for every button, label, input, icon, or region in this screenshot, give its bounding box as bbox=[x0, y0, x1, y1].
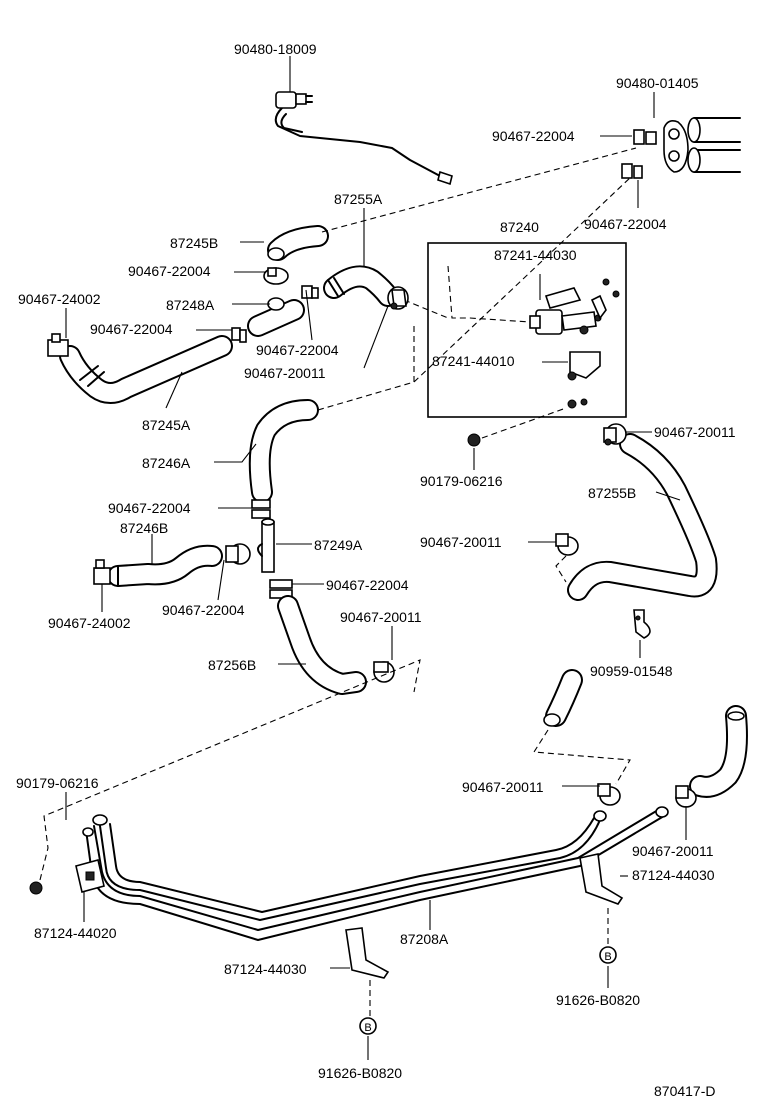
label-87246B: 87246B bbox=[120, 520, 168, 536]
clamp-90467-20011-r bbox=[603, 423, 627, 446]
label-90467-22004-tr2: 90467-22004 bbox=[584, 216, 667, 232]
clamp-90467-24002-b bbox=[93, 559, 111, 585]
label-87255A: 87255A bbox=[334, 191, 383, 207]
label-90179-06216-b: 90179-06216 bbox=[16, 775, 99, 791]
sensor-wire-part bbox=[274, 91, 453, 186]
label-90467-22004-b: 90467-22004 bbox=[90, 321, 173, 337]
clamp-90467-20011-b bbox=[555, 533, 579, 556]
label-90480-01405: 90480-01405 bbox=[616, 75, 699, 91]
clamp-90467-22004-a bbox=[263, 267, 289, 285]
clamp-90467-20011-a bbox=[387, 286, 409, 310]
label-90467-20011-b: 90467-20011 bbox=[420, 534, 502, 550]
label-87255B: 87255B bbox=[588, 485, 636, 501]
label-90480-18009: 90480-18009 bbox=[234, 41, 317, 57]
label-90467-22004-e: 90467-22004 bbox=[326, 577, 409, 593]
hose-87245B bbox=[267, 225, 329, 261]
bracket-87124-44020 bbox=[75, 859, 105, 893]
clamp-90467-20011-d bbox=[597, 783, 621, 806]
clamp-90467-20011-c bbox=[373, 661, 395, 683]
label-87248A: 87248A bbox=[166, 297, 215, 313]
leader-lines bbox=[65, 56, 687, 1060]
marker-b-right-label: B bbox=[604, 951, 611, 963]
hose-lower-right bbox=[689, 705, 748, 798]
label-90467-22004-tr1: 90467-22004 bbox=[492, 128, 575, 144]
clip-90959-01548 bbox=[633, 609, 651, 639]
label-90467-22004-f: 90467-22004 bbox=[162, 602, 245, 618]
figure-code: 870417-D bbox=[654, 1083, 716, 1099]
marker-b-center: B bbox=[359, 1017, 377, 1035]
label-91626-B0820-c: 91626-B0820 bbox=[318, 1065, 402, 1081]
label-87245A: 87245A bbox=[142, 417, 191, 433]
label-87241-44030: 87241-44030 bbox=[494, 247, 577, 263]
pipe-87249A bbox=[257, 518, 275, 573]
valve-assembly bbox=[529, 278, 620, 409]
hose-87246A bbox=[248, 399, 319, 503]
clamp-90467-22004-d bbox=[251, 499, 271, 519]
hose-87256B bbox=[277, 595, 367, 695]
pipe-87248A bbox=[247, 297, 305, 337]
label-87241-44010: 87241-44010 bbox=[432, 353, 515, 369]
marker-b-center-label: B bbox=[364, 1022, 371, 1034]
label-87245B: 87245B bbox=[170, 235, 218, 251]
clamp-90467-22004-b bbox=[301, 285, 319, 299]
hose-lower-center bbox=[543, 669, 583, 727]
label-90467-20011-r: 90467-20011 bbox=[654, 424, 736, 440]
hose-87255A bbox=[323, 265, 399, 307]
label-87124-44030-c: 87124-44030 bbox=[224, 961, 307, 977]
label-87240: 87240 bbox=[500, 219, 539, 235]
hose-87245A bbox=[59, 335, 233, 404]
label-90467-20011-e: 90467-20011 bbox=[632, 843, 714, 859]
label-90467-22004-a: 90467-22004 bbox=[128, 263, 211, 279]
part-labels: 90480-18009 90480-01405 90467-22004 8725… bbox=[16, 41, 736, 1099]
label-87256B: 87256B bbox=[208, 657, 256, 673]
label-90467-20011-a: 90467-20011 bbox=[244, 365, 326, 381]
label-87246A: 87246A bbox=[142, 455, 191, 471]
label-87124-44030-r: 87124-44030 bbox=[632, 867, 715, 883]
assembly-box-87240 bbox=[427, 242, 627, 418]
label-87208A: 87208A bbox=[400, 931, 449, 947]
hose-87255B bbox=[567, 433, 718, 601]
label-90467-20011-c: 90467-20011 bbox=[340, 609, 422, 625]
clamp-90467-20011-e bbox=[675, 785, 697, 808]
marker-b-right: B bbox=[599, 946, 617, 964]
label-90467-20011-d: 90467-20011 bbox=[462, 779, 544, 795]
label-90179-06216-a: 90179-06216 bbox=[420, 473, 503, 489]
clamp-90467-22004-f bbox=[225, 543, 251, 565]
bracket-87124-44030-r bbox=[579, 853, 624, 905]
nut-90179-06216-a bbox=[467, 433, 481, 447]
label-87249A: 87249A bbox=[314, 537, 363, 553]
label-90467-22004-d: 90467-22004 bbox=[108, 500, 191, 516]
pipe-assembly-87208A bbox=[82, 806, 669, 941]
clamp-90467-22004-c bbox=[231, 327, 247, 343]
label-87124-44020: 87124-44020 bbox=[34, 925, 117, 941]
bracket-87124-44030-c bbox=[345, 927, 390, 979]
clamp-90467-24002-a bbox=[47, 333, 69, 357]
grommet-part bbox=[621, 117, 741, 179]
label-90467-24002-a: 90467-24002 bbox=[18, 291, 101, 307]
label-90467-22004-c: 90467-22004 bbox=[256, 342, 339, 358]
label-90467-24002-b: 90467-24002 bbox=[48, 615, 131, 631]
nut-90179-06216-b bbox=[29, 881, 43, 895]
label-90959-01548: 90959-01548 bbox=[590, 663, 673, 679]
label-91626-B0820-r: 91626-B0820 bbox=[556, 992, 640, 1008]
hose-87246B bbox=[107, 544, 223, 587]
